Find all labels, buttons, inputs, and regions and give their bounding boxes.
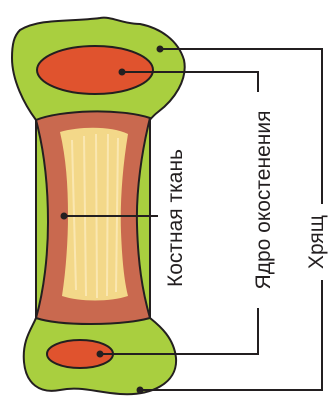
- label-cartilage: Хрящ: [305, 204, 329, 280]
- ossification-nucleus-top: [37, 46, 153, 94]
- dot-bone-tissue: [61, 213, 68, 220]
- label-bone-tissue: Костная ткань: [164, 115, 188, 321]
- dot-nucleus-top: [119, 69, 126, 76]
- dot-nucleus-bottom: [97, 351, 104, 358]
- label-ossification-nucleus: Ядро окостенения: [252, 92, 276, 308]
- dot-cartilage-bottom: [137, 387, 144, 394]
- dot-cartilage-top: [157, 46, 164, 53]
